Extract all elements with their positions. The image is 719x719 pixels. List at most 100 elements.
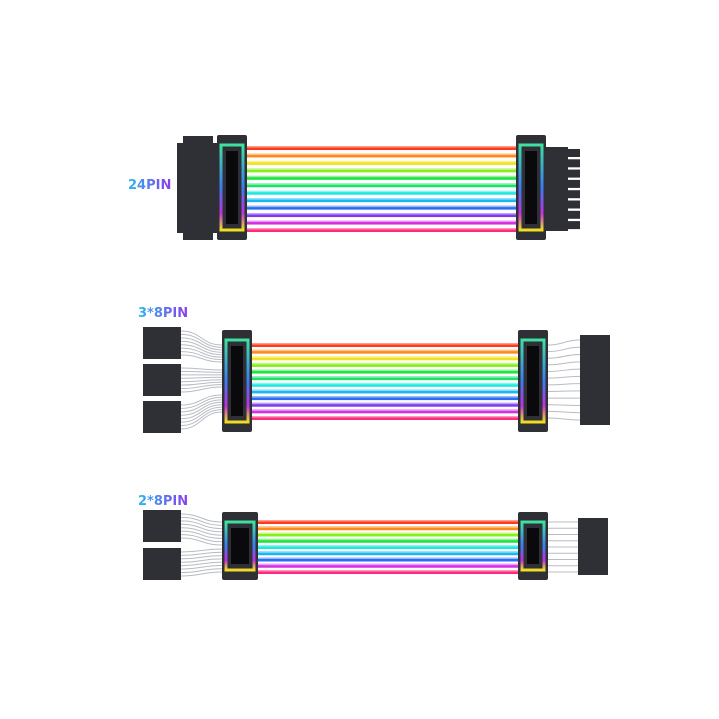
- sleeve-wire: [180, 516, 223, 526]
- rgb-wire: [258, 532, 518, 537]
- wire-highlight: [252, 362, 518, 365]
- wire-highlight: [258, 563, 518, 566]
- sleeve-wire: [180, 568, 223, 574]
- gpu-plug-connector: [578, 518, 608, 575]
- sleeve-wire: [547, 346, 581, 353]
- wire-highlight: [252, 369, 518, 372]
- sleeve-wire: [180, 330, 223, 346]
- cable-label-3x8pin: 3*8PIN: [138, 306, 189, 321]
- sleeve-wire: [180, 551, 223, 556]
- rgb-wire: [247, 183, 516, 188]
- rgb-wire: [258, 545, 518, 549]
- wire-highlight: [247, 175, 516, 178]
- sleeve-wire: [180, 386, 223, 393]
- wire-highlight: [247, 220, 516, 223]
- sleeve-wire: [180, 381, 223, 386]
- sleeve-wire: [547, 368, 581, 373]
- sleeve-wire: [180, 333, 223, 348]
- sleeve-wire: [547, 404, 581, 406]
- rgb-wire: [247, 160, 516, 165]
- wire-highlight: [258, 570, 518, 572]
- sleeve-wire: [180, 396, 223, 409]
- atx-24pin-plug: [546, 147, 568, 231]
- rgb-light-frame: [224, 520, 256, 572]
- sleeve-wire: [547, 417, 581, 421]
- connector-latch: [183, 233, 213, 240]
- atx-24pin-connector: [177, 143, 217, 233]
- sleeve-wire: [180, 558, 223, 563]
- wire-highlight: [258, 551, 518, 553]
- sleeve-wire: [180, 401, 223, 416]
- rgb-wire: [258, 557, 518, 562]
- pin-cell: [568, 179, 580, 188]
- rgb-wire: [252, 376, 518, 381]
- sleeve-wire: [547, 375, 581, 379]
- wire-highlight: [247, 205, 516, 208]
- rgb-wire: [252, 402, 518, 407]
- wire-highlight: [258, 545, 518, 547]
- sleeve-wire: [180, 534, 223, 543]
- sleeve-wire: [180, 340, 223, 353]
- pin-cell: [568, 221, 580, 230]
- rgb-wire: [252, 396, 518, 401]
- wire-highlight: [252, 343, 518, 345]
- wire-highlight: [258, 532, 518, 534]
- sleeve-wire: [180, 351, 223, 361]
- rgb-light-frame: [520, 338, 546, 424]
- wire-highlight: [252, 356, 518, 358]
- sleeve-wire: [180, 571, 223, 577]
- wire-highlight: [252, 402, 518, 405]
- pcie-8pin-connector: [143, 401, 181, 433]
- wire-highlight: [258, 520, 518, 522]
- pcie-8pin-connector: [143, 364, 181, 396]
- rgb-wire: [258, 563, 518, 568]
- sleeve-wire: [547, 383, 581, 386]
- rgb-wire: [252, 349, 518, 354]
- cable-label-2x8pin: 2*8PIN: [138, 494, 189, 509]
- light-window: [231, 346, 243, 416]
- pin-cell: [568, 200, 580, 209]
- pcie-8pin-connector: [143, 327, 181, 359]
- sleeve-wire: [180, 530, 223, 539]
- sleeve-wire: [547, 354, 581, 359]
- cable-label-24pin: 24PIN: [128, 178, 172, 193]
- light-window: [527, 346, 539, 416]
- pcie-8pin-connector: [143, 548, 181, 580]
- sleeve-wire: [547, 410, 581, 414]
- sleeve-wire: [180, 376, 223, 379]
- wire-highlight: [258, 538, 518, 541]
- sleeve-wire: [180, 337, 223, 351]
- sleeve-wire: [180, 354, 223, 363]
- sleeve-wire: [180, 347, 223, 358]
- rgb-light-frame: [520, 520, 546, 572]
- rgb-wire: [252, 409, 518, 414]
- rgb-wire: [252, 416, 518, 420]
- rgb-wire: [258, 520, 518, 524]
- wire-highlight: [247, 228, 516, 230]
- rgb-wire: [252, 343, 518, 347]
- rgb-light-frame: [219, 143, 245, 232]
- wire-highlight: [252, 416, 518, 418]
- sleeve-wire: [180, 367, 223, 371]
- rgb-wire: [252, 389, 518, 394]
- connector-latch: [183, 136, 213, 143]
- wire-highlight: [247, 160, 516, 163]
- sleeve-wire: [547, 339, 581, 346]
- pin-cell: [568, 190, 580, 199]
- sleeve-wire: [180, 404, 223, 420]
- wire-highlight: [252, 349, 518, 352]
- gpu-plug-connector: [580, 335, 610, 425]
- rgb-wire: [252, 369, 518, 374]
- pin-cell: [568, 210, 580, 219]
- rgb-wire: [252, 356, 518, 361]
- light-window: [527, 528, 539, 564]
- sleeve-wire: [547, 390, 581, 392]
- sleeve-wire: [180, 409, 223, 427]
- wire-highlight: [252, 396, 518, 398]
- pin-cell: [568, 169, 580, 178]
- sleeve-wire: [180, 513, 223, 523]
- wire-highlight: [252, 389, 518, 391]
- rgb-wire: [247, 190, 516, 195]
- wire-highlight: [252, 382, 518, 385]
- wire-highlight: [252, 409, 518, 411]
